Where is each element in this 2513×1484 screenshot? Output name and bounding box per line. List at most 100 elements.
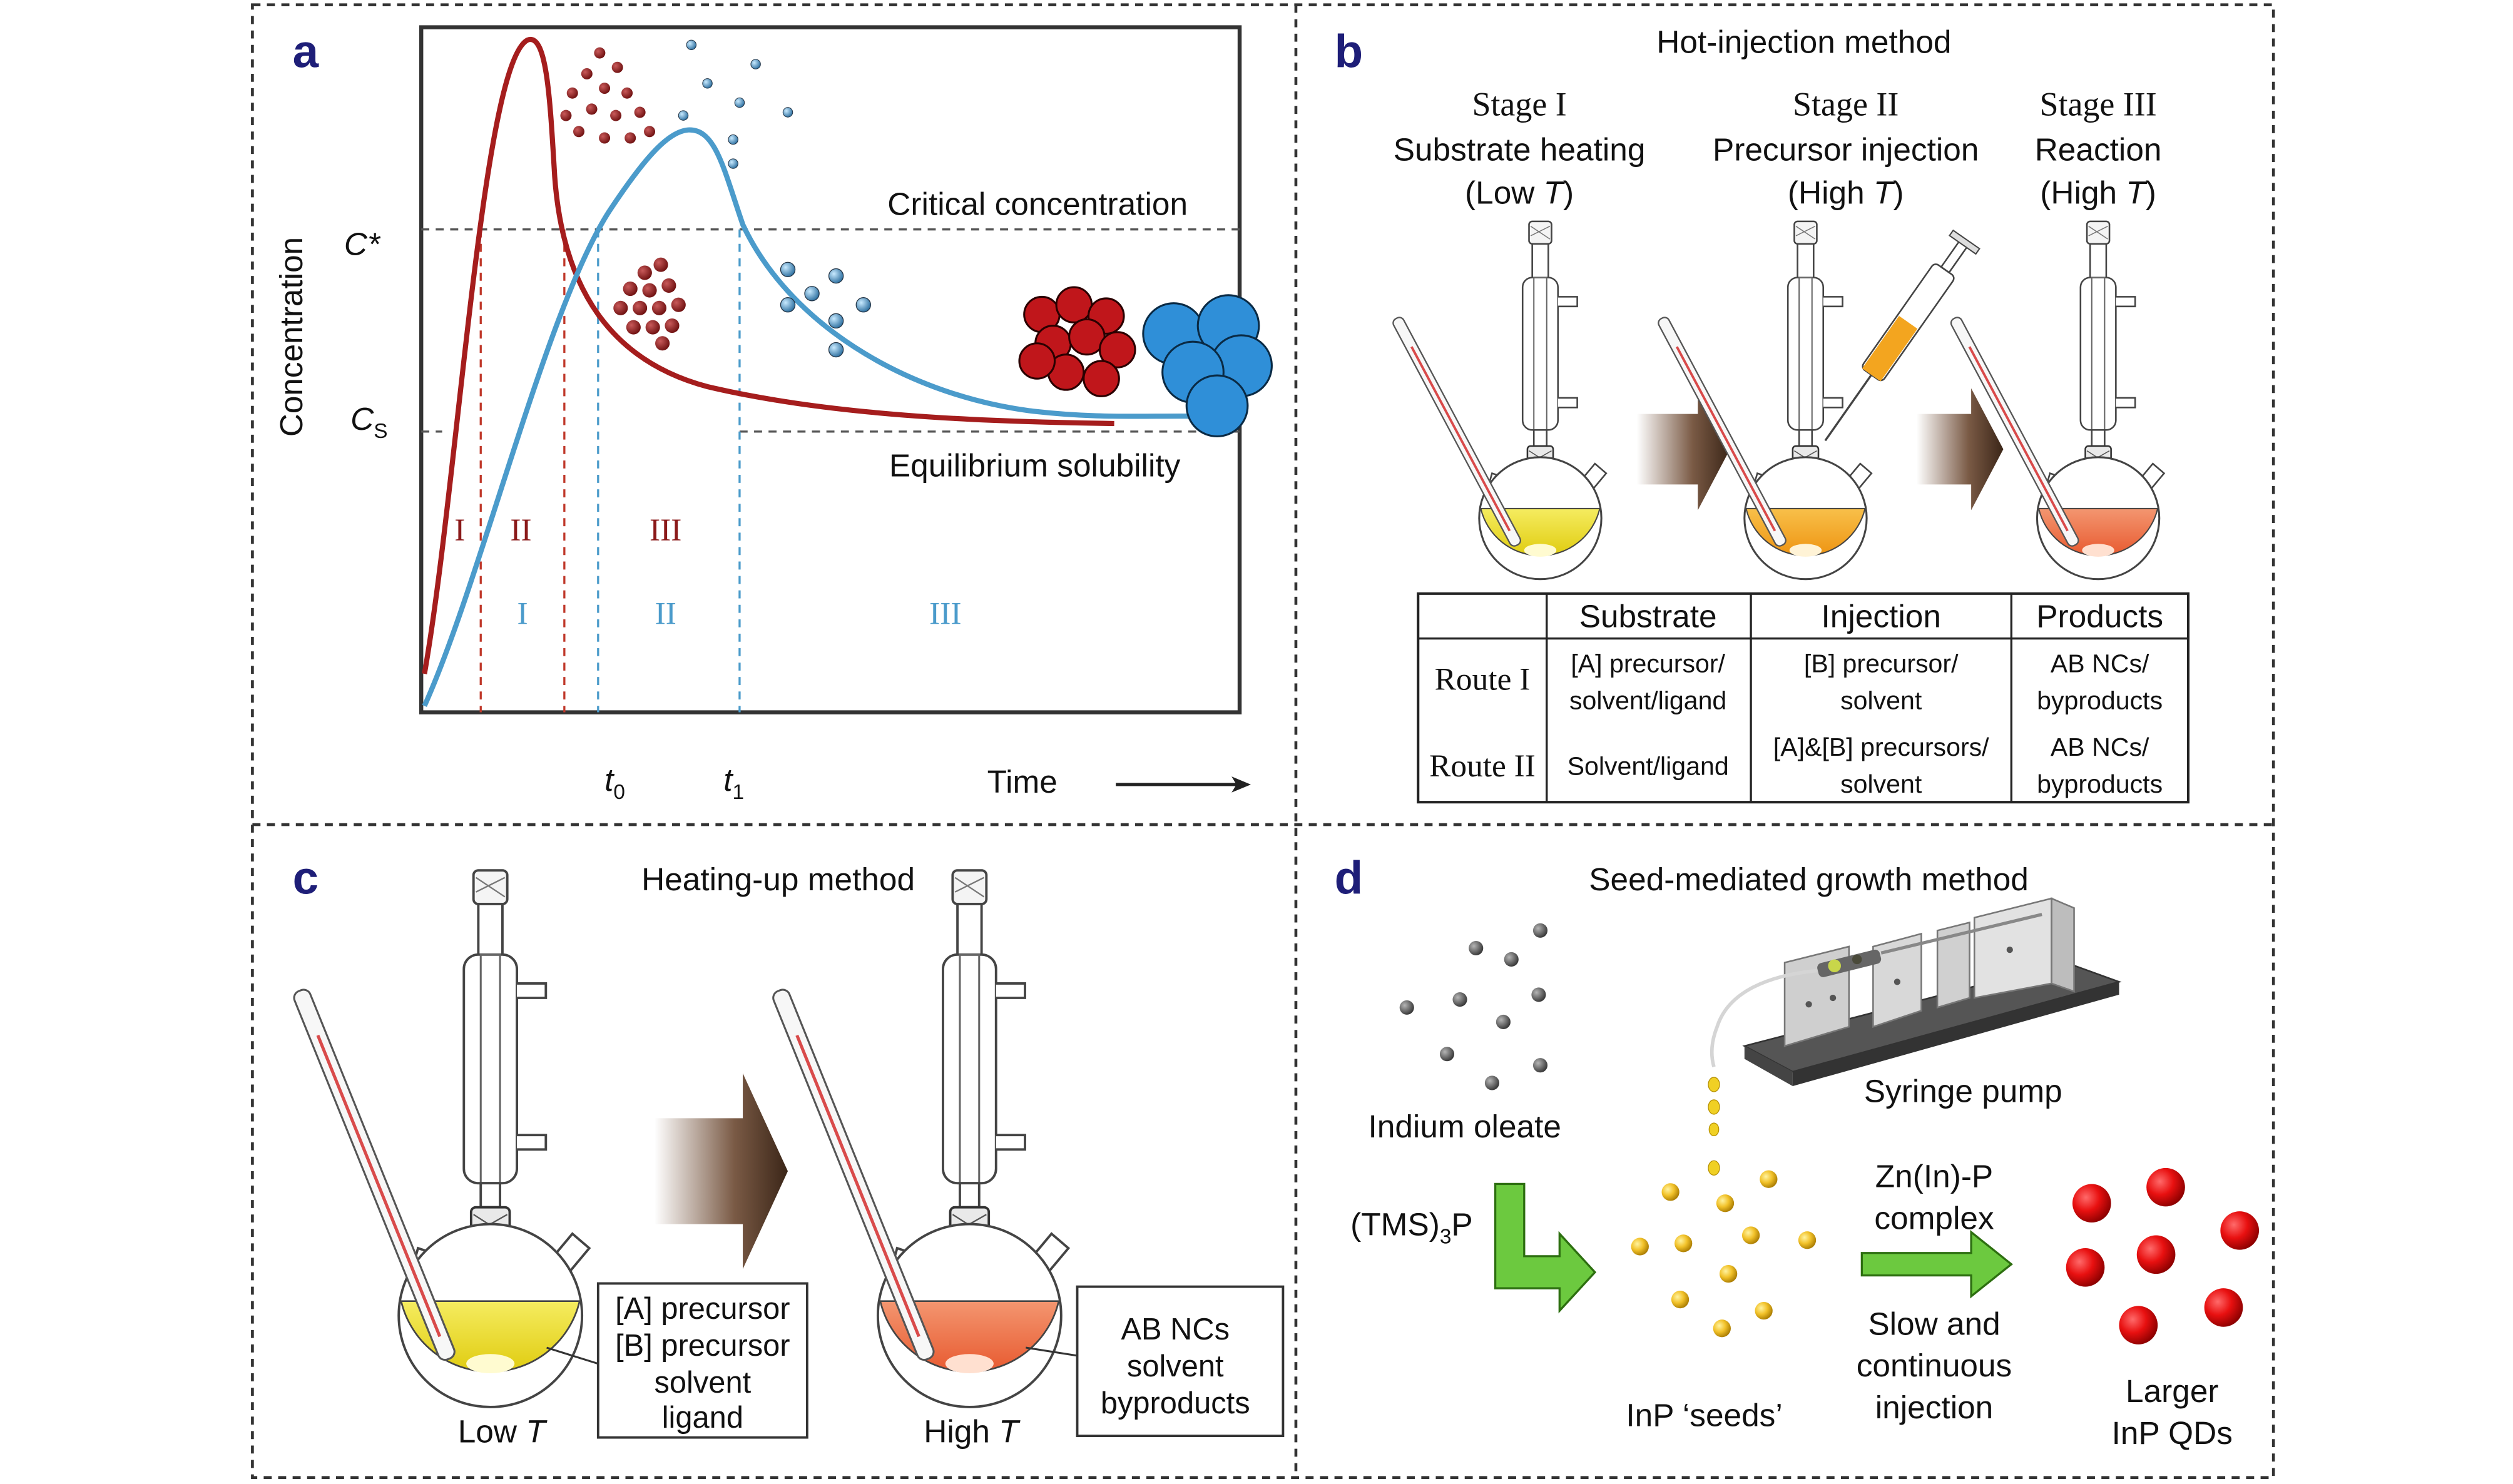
table-route-2: Route II [1429,748,1536,784]
red-stage-label-ii: II [510,512,531,548]
tms3p-label: (TMS)3P [1350,1207,1473,1249]
panel-d: d Seed-mediated growth method Indium ole… [1335,851,2260,1451]
precursor-box-line-1: [A] precursor [615,1292,790,1326]
table-cell-r2-substrate-1: Solvent/ligand [1567,752,1729,781]
complex-line-1: Zn(In)-P [1875,1159,1993,1194]
precursor-droplets [1708,1077,1720,1176]
stage-2-title: Stage II [1793,86,1899,123]
low-t-caption: Low T [458,1413,548,1449]
stage-2-flask [1658,220,1873,581]
indium-oleate-molecules [1399,923,1548,1090]
stage-2-desc: Precursor injection [1713,131,1979,167]
stage-1-title: Stage I [1472,86,1566,123]
larger-qds-line-1: Larger [2126,1373,2219,1409]
precursor-box-line-4: ligand [662,1401,743,1435]
stage-1-temp: (Low T) [1465,175,1574,211]
table-header-injection: Injection [1822,599,1941,634]
heating-arrow [654,1073,788,1269]
syringe-pump-label: Syringe pump [1864,1074,2062,1109]
red-nuclei-cluster [560,47,656,144]
route-table: Substrate Injection Products Route I [A]… [1417,592,2190,804]
precursor-box-line-2: [B] precursor [615,1329,790,1363]
panel-d-title: Seed-mediated growth method [1589,861,2029,897]
time-label: Time [987,764,1058,800]
low-t-flask [293,869,591,1408]
blue-stage-label-i: I [517,596,528,632]
red-stage-label-i: I [454,512,465,548]
high-t-caption: High T [924,1413,1021,1449]
stage-arrow-2 [1916,388,2004,511]
panel-b: b Hot-injection method Stage I Substrate… [1335,24,2190,804]
red-stage-label-iii: III [650,512,681,548]
table-cell-r1-substrate-2: solvent/ligand [1569,686,1726,714]
larger-qds-line-2: InP QDs [2112,1415,2233,1451]
feed-tube [1710,968,1817,1068]
red-concentration-curve [422,37,1114,674]
injection-line-2: continuous [1857,1348,2012,1383]
panel-b-title: Hot-injection method [1656,24,1951,60]
stage-3-temp: (High T) [2040,175,2156,211]
blue-stage-label-ii: II [655,596,676,632]
panel-c-label: c [293,851,319,903]
blue-stage-labels: I II III [517,596,962,632]
table-cell-r1-products-2: byproducts [2037,686,2163,714]
blue-large-nanocrystals [1142,294,1273,438]
products-box-line-3: byproducts [1101,1386,1250,1420]
injection-line-3: injection [1875,1390,1994,1425]
stage-arrow-1 [1636,388,1730,511]
t0-label: t0 [604,762,625,804]
blue-growing-particles [780,262,871,358]
table-cell-r2-injection-1: [A]&[B] precursors/ [1773,733,1989,761]
table-cell-r2-injection-2: solvent [1840,770,1922,798]
table-cell-r1-products-1: AB NCs/ [2051,649,2149,678]
table-cell-r1-injection-1: [B] precursor/ [1804,649,1959,678]
panel-d-label: d [1335,851,1364,903]
blue-concentration-curve [422,127,1230,707]
cs-label: CS [350,401,387,443]
stage-3-title: Stage III [2039,86,2156,123]
products-box-line-2: solvent [1127,1349,1224,1383]
panel-c: c Heating-up method [293,851,1285,1449]
complex-line-2: complex [1874,1200,1994,1236]
panel-b-label: b [1335,26,1364,78]
stage-1-flask [1392,220,1608,581]
growth-arrow [1860,1229,2014,1299]
panel-a: a [273,25,1273,804]
panel-c-title: Heating-up method [641,861,915,897]
stage-3-desc: Reaction [2035,131,2162,167]
injection-line-1: Slow and [1868,1306,2000,1342]
products-box-line-1: AB NCs [1121,1313,1230,1346]
blue-nuclei-scatter [678,39,793,169]
y-axis-label: Concentration [273,237,309,437]
precursor-box: [A] precursor [B] precursor solvent liga… [546,1282,808,1439]
stage-2-temp: (High T) [1788,175,1904,211]
critical-concentration-label: Critical concentration [887,186,1188,222]
c-star-label: C* [344,226,381,262]
table-cell-r1-injection-2: solvent [1840,686,1922,714]
precursor-box-line-3: solvent [655,1366,752,1400]
indium-oleate-label: Indium oleate [1369,1109,1561,1144]
red-stage-labels: I II III [454,512,681,548]
table-cell-r2-products-1: AB NCs/ [2051,733,2149,761]
high-t-flask [772,869,1070,1408]
inp-seeds-label: InP ‘seeds’ [1626,1398,1782,1433]
equilibrium-solubility-label: Equilibrium solubility [889,448,1181,484]
blue-stage-label-iii: III [929,596,961,632]
stage-3-flask [1950,220,2165,581]
red-large-nanocrystals [1018,286,1136,397]
inp-seeds [1631,1170,1817,1338]
t1-label: t1 [723,762,744,804]
time-arrow [1116,776,1251,793]
products-box: AB NCs solvent byproducts [1026,1285,1285,1437]
stage-1-desc: Substrate heating [1394,131,1646,167]
reaction-arrow-l [1494,1182,1597,1314]
table-cell-r2-products-2: byproducts [2037,770,2163,798]
injection-syringe [1824,229,1980,442]
table-header-substrate: Substrate [1579,599,1717,634]
red-growing-cluster [613,257,686,351]
larger-inp-qds [2066,1167,2260,1344]
table-header-products: Products [2036,599,2163,634]
panel-a-label: a [293,26,319,78]
table-cell-r1-substrate-1: [A] precursor/ [1571,649,1725,678]
